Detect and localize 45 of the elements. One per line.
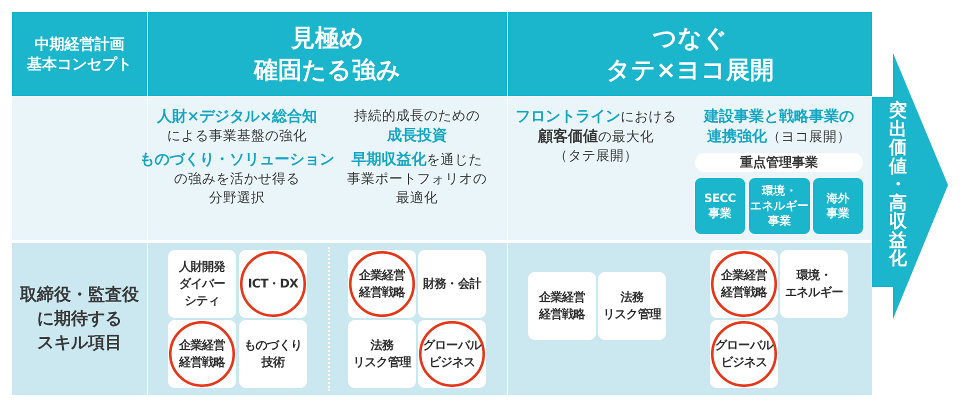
business-name: 環境・エネルギー事業 (750, 184, 809, 228)
strategy-text: 持続的成長のための成長投資 (354, 107, 480, 146)
skill-name: 人財開発ダイバーシティ (178, 258, 226, 310)
skill-tile (348, 320, 416, 388)
arrow-label: 突出価値・高収益化 (889, 102, 907, 268)
strategy-text: 建設事業と戦略事業の連携強化（ヨコ展開） (704, 107, 854, 147)
strategy-text: ものづくり・ソリューションの強みを活かせ得る分野選択 (140, 150, 334, 208)
skill-name: 企業経営経営戦略 (358, 267, 406, 301)
strategy-text: 早期収益化を通じた事業ポートフォリオの最適化 (347, 150, 487, 208)
skill-name: 財務・会計 (423, 276, 481, 292)
skill-tile (168, 250, 236, 318)
skill-panel (508, 243, 872, 395)
skill-tile (528, 272, 596, 340)
business-tile (813, 178, 863, 234)
strategy-text: フロントラインにおける顧客価値の最大化（タテ展開） (516, 107, 676, 166)
skill-name: ものづくり技術 (244, 337, 302, 371)
strategy-text: 人財×デジタル×総合知による事業基盤の強化 (156, 107, 318, 146)
skill-name: 法務リスク管理 (353, 337, 411, 371)
skill-name: 企業経営経営戦略 (720, 267, 768, 301)
skill-name: ICT・DX (248, 276, 298, 292)
header-title: 見極め確固たる強み (254, 23, 401, 86)
business-tile (749, 178, 810, 234)
row-header-panel (12, 243, 147, 395)
skill-name: 環境・エネルギー (785, 267, 843, 301)
header-cell (12, 12, 147, 96)
skill-name: 企業経営経営戦略 (178, 337, 226, 371)
skill-name: 企業経営経営戦略 (538, 289, 586, 323)
row-heading: 取締役・監査役に期待するスキル項目 (20, 284, 139, 355)
header-cell (148, 12, 507, 96)
header-title: 中期経営計画基本コンセプト (27, 34, 132, 74)
header-title: つなぐタテ×ヨコ展開 (606, 23, 774, 86)
business-tile (695, 178, 745, 234)
skill-name: グローバルビジネス (423, 337, 481, 371)
business-name: SECC事業 (704, 191, 736, 221)
skill-tile (598, 272, 666, 340)
skill-panel (148, 243, 507, 395)
skill-tile (239, 320, 307, 388)
skill-tile (418, 250, 486, 318)
concept-panel (508, 97, 872, 240)
skill-tile (780, 250, 848, 318)
header-cell (508, 12, 872, 96)
skill-name: 法務リスク管理 (603, 289, 661, 323)
skill-name: グローバルビジネス (715, 337, 773, 371)
business-name: 海外事業 (826, 191, 850, 221)
category-title: 重点管理事業 (740, 154, 818, 172)
